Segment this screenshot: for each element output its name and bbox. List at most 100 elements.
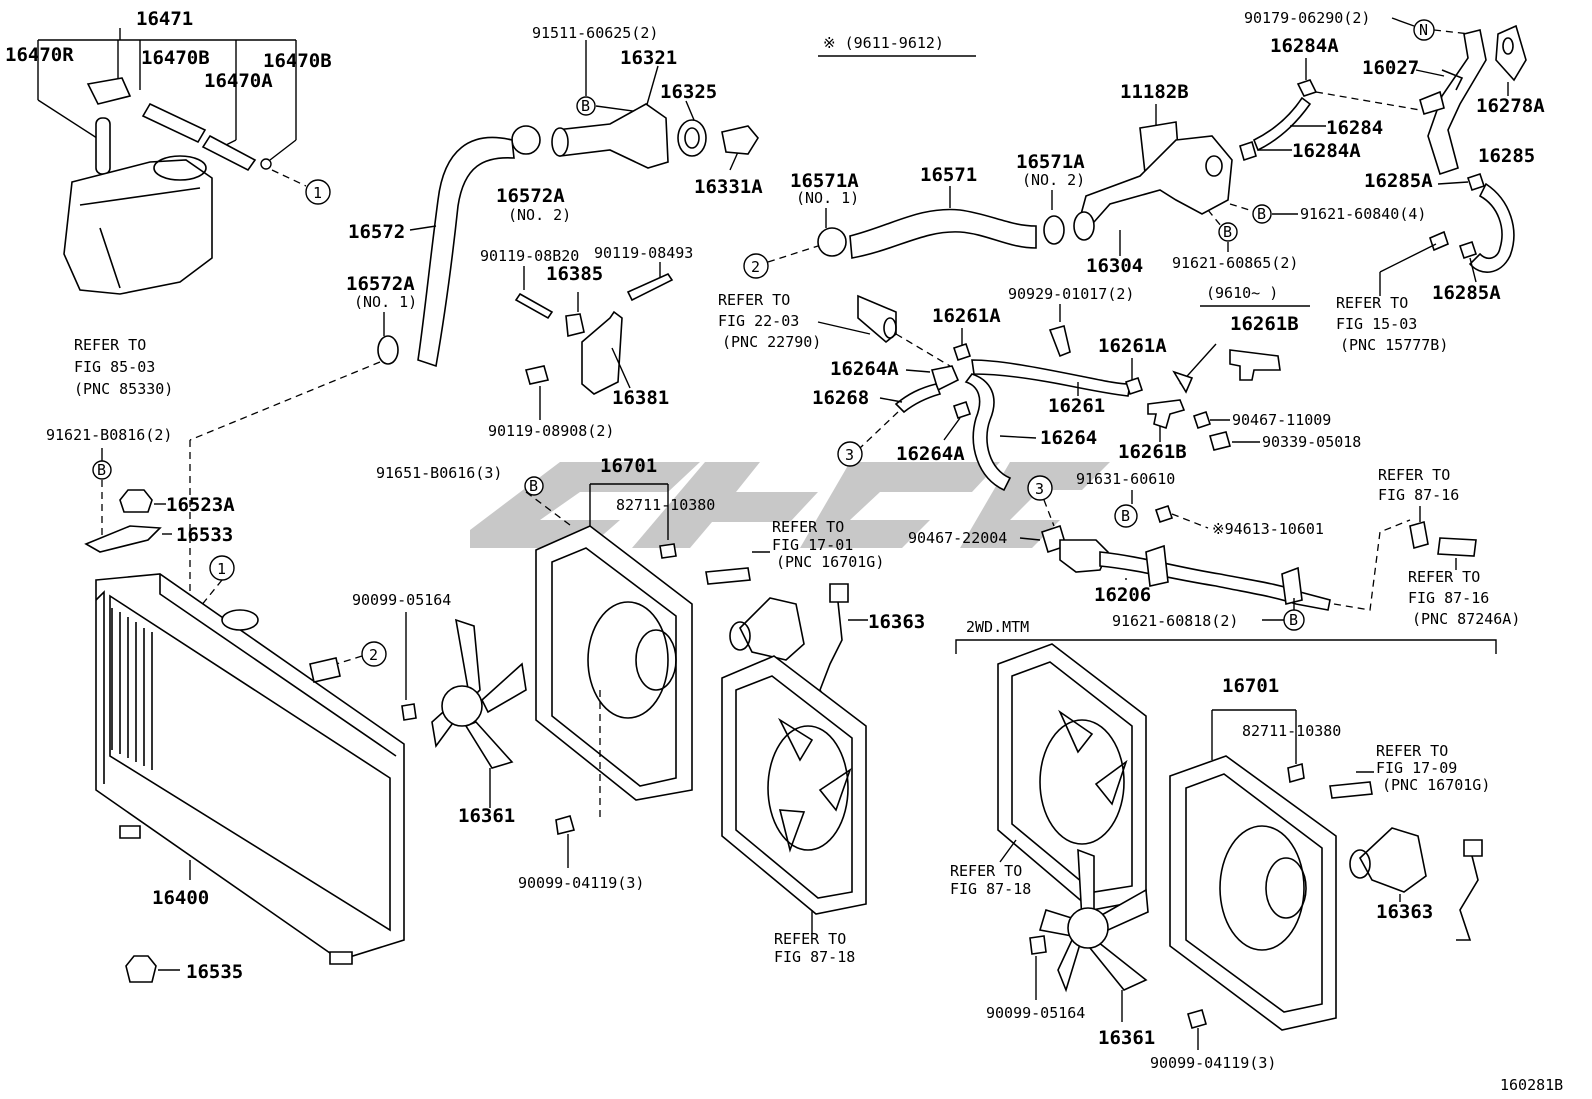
clip bbox=[1048, 324, 1071, 358]
note-no2: (NO. 2) bbox=[508, 206, 571, 224]
reservoir-group bbox=[37, 28, 307, 295]
note-period: (9610~ ) bbox=[1206, 284, 1278, 302]
heater-pipe-ref bbox=[857, 294, 897, 344]
svg-text:2: 2 bbox=[751, 258, 760, 276]
label-90099-04119: 90099-04119(3) bbox=[518, 874, 644, 892]
svg-text:3: 3 bbox=[1035, 480, 1044, 498]
ref-text: REFER TO bbox=[74, 336, 146, 354]
svg-text:3: 3 bbox=[845, 446, 854, 464]
label-16523A: 16523A bbox=[166, 494, 235, 516]
marker-circle-3: 3 bbox=[1027, 475, 1053, 501]
label-90339: 90339-05018 bbox=[1262, 433, 1361, 451]
label-16571: 16571 bbox=[920, 164, 977, 186]
label-91651-b0616: 91651-B0616(3) bbox=[376, 464, 502, 482]
label-16284A: 16284A bbox=[1292, 140, 1361, 162]
note-no1: (NO. 1) bbox=[796, 189, 859, 207]
water-pipe-16027 bbox=[1419, 29, 1487, 176]
marker-b: B bbox=[1114, 504, 1138, 528]
water-inlet-16304 bbox=[1073, 121, 1233, 241]
marker-b: B bbox=[92, 460, 112, 480]
ref-text: FIG 17-01 bbox=[772, 536, 853, 554]
svg-text:B: B bbox=[581, 97, 590, 115]
label-90467-22004: 90467-22004 bbox=[908, 529, 1007, 547]
svg-text:B: B bbox=[529, 477, 538, 495]
fan-shroud-second bbox=[721, 655, 867, 915]
ref-text: REFER TO bbox=[774, 930, 846, 948]
label-16363: 16363 bbox=[868, 611, 925, 633]
ref-text: FIG 15-03 bbox=[1336, 315, 1417, 333]
label-16572: 16572 bbox=[348, 221, 405, 243]
ref-text: REFER TO bbox=[772, 518, 844, 536]
label-16027: 16027 bbox=[1362, 57, 1419, 79]
marker-b: B bbox=[1252, 204, 1272, 224]
nut bbox=[1029, 935, 1047, 955]
diagram-id: 160281B bbox=[1500, 1076, 1563, 1094]
fan-motor-2wd bbox=[1349, 827, 1483, 941]
label-16264A: 16264A bbox=[830, 358, 899, 380]
label-90467-11009: 90467-11009 bbox=[1232, 411, 1331, 429]
ref-text: FIG 87-16 bbox=[1408, 589, 1489, 607]
ref-text: REFER TO bbox=[718, 291, 790, 309]
svg-text:2: 2 bbox=[369, 646, 378, 664]
bolt bbox=[1187, 1009, 1207, 1029]
label-16572A: 16572A bbox=[346, 273, 415, 295]
label-91511: 91511-60625(2) bbox=[532, 24, 658, 42]
fan-motor-16363 bbox=[729, 583, 849, 717]
ref-text: (PNC 16701G) bbox=[1382, 776, 1490, 794]
marker-b: B bbox=[576, 96, 596, 116]
label-16285: 16285 bbox=[1478, 145, 1535, 167]
label-90119-08908: 90119-08908(2) bbox=[488, 422, 614, 440]
label-16470B: 16470B bbox=[141, 47, 210, 69]
label-16261B: 16261B bbox=[1230, 313, 1299, 335]
label-91631: 91631-60610 bbox=[1076, 470, 1175, 488]
label-16284: 16284 bbox=[1326, 117, 1383, 139]
upper-hose bbox=[189, 136, 515, 441]
clamp bbox=[1409, 520, 1429, 550]
marker-circle-2: 2 bbox=[743, 253, 769, 279]
label-91621-60818: 91621-60818(2) bbox=[1112, 612, 1238, 630]
label-91621-60865: 91621-60865(2) bbox=[1172, 254, 1298, 272]
fan-shroud-16701 bbox=[535, 525, 693, 801]
ref-text: (PNC 22790) bbox=[722, 333, 821, 351]
label-16261A: 16261A bbox=[1098, 335, 1167, 357]
label-16331A: 16331A bbox=[694, 176, 763, 198]
ref-text: (PNC 16701G) bbox=[776, 553, 884, 571]
label-90099-05164: 90099-05164 bbox=[352, 591, 451, 609]
label-16261A: 16261A bbox=[932, 305, 1001, 327]
svg-text:B: B bbox=[1257, 205, 1266, 223]
label-16572A: 16572A bbox=[496, 185, 565, 207]
label-11182B: 11182B bbox=[1120, 81, 1189, 103]
clip bbox=[1287, 762, 1305, 784]
label-16264: 16264 bbox=[1040, 427, 1097, 449]
marker-n: N bbox=[1413, 19, 1435, 41]
label-91621-b0816: 91621-B0816(2) bbox=[46, 426, 172, 444]
svg-text:B: B bbox=[97, 461, 106, 479]
note-no2: (NO. 2) bbox=[1022, 171, 1085, 189]
label-16285A: 16285A bbox=[1364, 170, 1433, 192]
label-16385: 16385 bbox=[546, 263, 603, 285]
label-82711: 82711-10380 bbox=[616, 496, 715, 514]
marker-b: B bbox=[1283, 609, 1305, 631]
ref-text: REFER TO bbox=[950, 862, 1022, 880]
hose-16268 bbox=[894, 365, 960, 414]
label-90119-08493: 90119-08493 bbox=[594, 244, 693, 262]
marker-circle-1: 1 bbox=[305, 179, 331, 205]
gasket-16278A bbox=[1495, 24, 1527, 82]
bolt bbox=[555, 815, 575, 835]
label-94613: ※94613-10601 bbox=[1212, 520, 1324, 538]
ref-text: FIG 17-09 bbox=[1376, 759, 1457, 777]
label-sticker bbox=[1329, 781, 1373, 799]
label-16261: 16261 bbox=[1048, 395, 1105, 417]
label-16535: 16535 bbox=[186, 961, 243, 983]
label-16701: 16701 bbox=[1222, 675, 1279, 697]
svg-text:N: N bbox=[1419, 21, 1428, 39]
ref-text: REFER TO bbox=[1376, 742, 1448, 760]
label-16361: 16361 bbox=[1098, 1027, 1155, 1049]
svg-text:1: 1 bbox=[217, 560, 226, 578]
label-16701: 16701 bbox=[600, 455, 657, 477]
label-16533: 16533 bbox=[176, 524, 233, 546]
period-note: ※ (9611-9612) bbox=[823, 34, 944, 52]
group-label: 2WD.MTM bbox=[966, 618, 1029, 636]
label-82711: 82711-10380 bbox=[1242, 722, 1341, 740]
